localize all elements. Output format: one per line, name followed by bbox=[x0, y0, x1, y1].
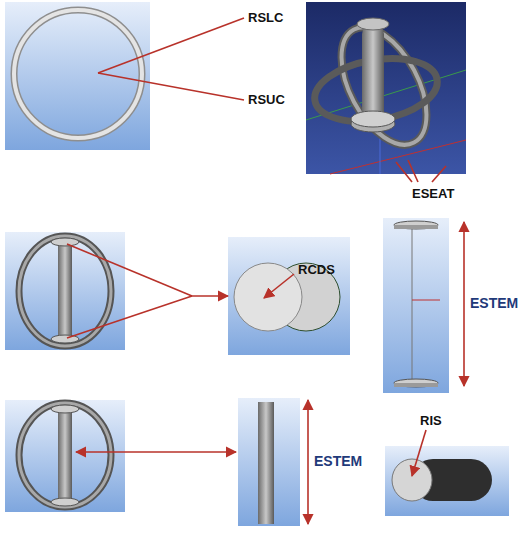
part-label: ESTEM bbox=[470, 296, 518, 311]
part-label: RSLC bbox=[248, 10, 283, 25]
part-label: RCDS bbox=[298, 262, 335, 277]
part-label: ESTEM bbox=[314, 454, 362, 469]
part-label: ESEAT bbox=[412, 186, 454, 201]
part-label: RSUC bbox=[248, 92, 285, 107]
part-label: RIS bbox=[420, 413, 442, 428]
